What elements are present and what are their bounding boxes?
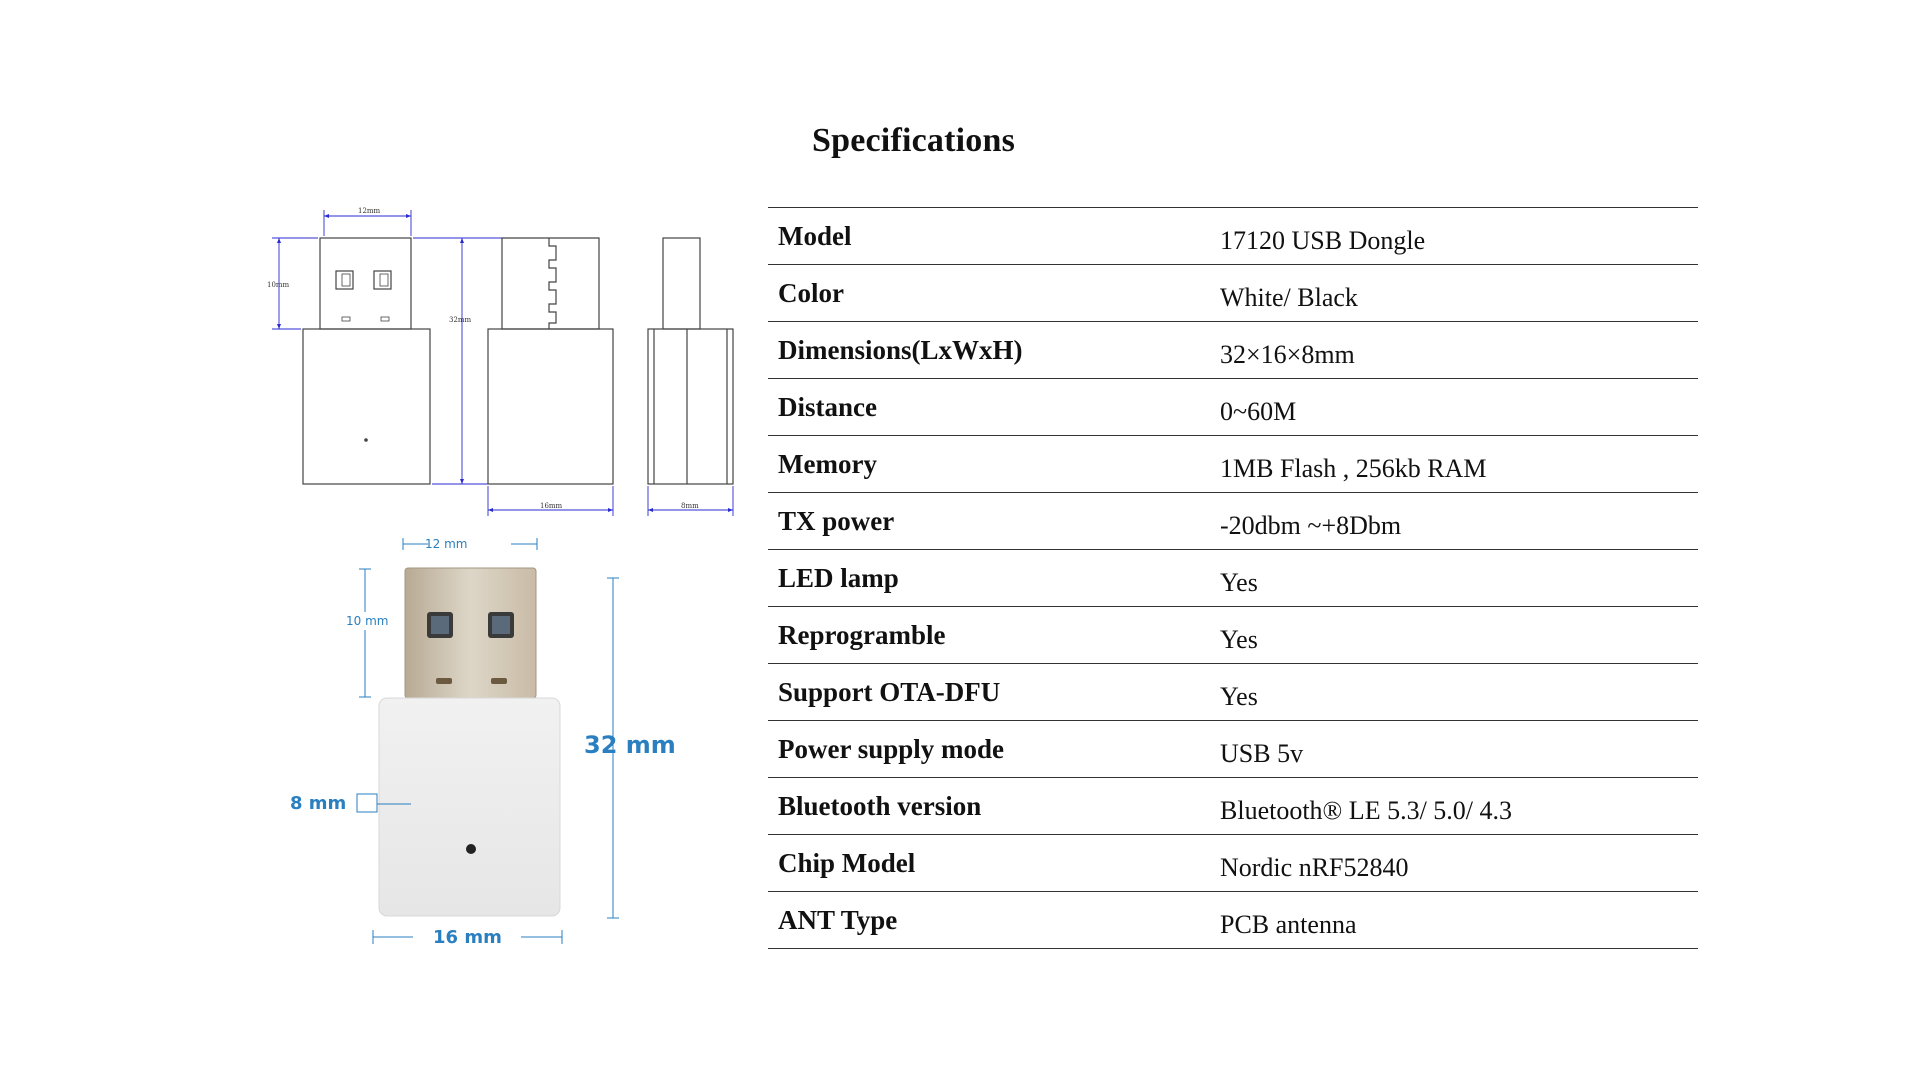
spec-row-reprogramble: Reprogramble Yes bbox=[768, 607, 1698, 664]
spec-row-distance: Distance 0~60M bbox=[768, 379, 1698, 436]
technical-drawing: 12mm 10mm 32mm 16mm 8mm bbox=[267, 207, 734, 516]
photo-dim-height-connector: 10 mm bbox=[346, 614, 388, 628]
spec-label: Power supply mode bbox=[778, 734, 1005, 764]
spec-row-led-lamp: LED lamp Yes bbox=[768, 550, 1698, 607]
spec-label: Model bbox=[778, 221, 852, 251]
spec-value: 1MB Flash , 256kb RAM bbox=[1220, 454, 1487, 483]
page-title: Specifications bbox=[812, 122, 1016, 159]
dimension-lines bbox=[272, 210, 734, 516]
spec-value: Nordic nRF52840 bbox=[1220, 853, 1409, 882]
spec-row-bluetooth-version: Bluetooth version Bluetooth® LE 5.3/ 5.0… bbox=[768, 778, 1698, 835]
spec-label: Bluetooth version bbox=[778, 791, 982, 821]
end-view bbox=[647, 237, 734, 485]
spec-value: PCB antenna bbox=[1220, 910, 1357, 939]
drawing-dim-height-connector: 10mm bbox=[267, 281, 290, 289]
spec-value: 17120 USB Dongle bbox=[1220, 226, 1426, 255]
spec-row-tx-power: TX power -20dbm ~+8Dbm bbox=[768, 493, 1698, 550]
spec-row-memory: Memory 1MB Flash , 256kb RAM bbox=[768, 436, 1698, 493]
spec-label: Support OTA-DFU bbox=[778, 677, 1001, 707]
spec-label: ANT Type bbox=[778, 905, 898, 935]
dongle-body bbox=[378, 697, 561, 917]
spec-table: Model 17120 USB Dongle Color White/ Blac… bbox=[768, 207, 1698, 949]
spec-row-chip-model: Chip Model Nordic nRF52840 bbox=[768, 835, 1698, 892]
photo-dim-width-connector: 12 mm bbox=[425, 537, 467, 551]
spec-label: LED lamp bbox=[778, 563, 899, 593]
spec-row-power-supply: Power supply mode USB 5v bbox=[768, 721, 1698, 778]
spec-label: Distance bbox=[778, 392, 877, 422]
spec-label: TX power bbox=[778, 506, 895, 536]
drawing-dim-length: 32mm bbox=[449, 316, 472, 324]
spec-value: USB 5v bbox=[1220, 739, 1304, 768]
spec-value: Yes bbox=[1220, 625, 1258, 654]
photo-dim-length: 32 mm bbox=[584, 731, 676, 759]
spec-row-ant-type: ANT Type PCB antenna bbox=[768, 892, 1698, 949]
spec-value: 32×16×8mm bbox=[1220, 340, 1355, 369]
spec-value: 0~60M bbox=[1220, 397, 1297, 426]
photo-dim-width-body: 16 mm bbox=[433, 927, 502, 948]
photo-dim-thickness: 8 mm bbox=[290, 793, 346, 814]
spec-value: Bluetooth® LE 5.3/ 5.0/ 4.3 bbox=[1220, 796, 1513, 825]
spec-value: -20dbm ~+8Dbm bbox=[1220, 511, 1402, 540]
spec-value: Yes bbox=[1220, 682, 1258, 711]
spec-row-model: Model 17120 USB Dongle bbox=[768, 208, 1698, 265]
spec-value: White/ Black bbox=[1220, 283, 1358, 312]
spec-row-dimensions: Dimensions(LxWxH) 32×16×8mm bbox=[768, 322, 1698, 379]
dimension-arrows bbox=[277, 214, 733, 512]
side-view bbox=[487, 237, 614, 485]
spec-label: Memory bbox=[778, 449, 877, 479]
spec-value: Yes bbox=[1220, 568, 1258, 597]
usb-connector bbox=[404, 567, 537, 699]
spec-label: Chip Model bbox=[778, 848, 916, 878]
product-photo: 12 mm 10 mm 32 mm 8 mm 16 mm bbox=[290, 537, 676, 948]
spec-row-color: Color White/ Black bbox=[768, 265, 1698, 322]
photo-dimension-lines bbox=[356, 538, 619, 944]
front-view bbox=[302, 237, 431, 485]
spec-label: Reprogramble bbox=[778, 620, 946, 650]
spec-label: Dimensions(LxWxH) bbox=[778, 335, 1023, 365]
led-indicator bbox=[466, 844, 476, 854]
drawing-dim-width-body: 16mm bbox=[540, 502, 563, 510]
drawing-dim-width-connector: 12mm bbox=[358, 207, 381, 215]
spec-label: Color bbox=[778, 278, 844, 308]
spec-row-ota-dfu: Support OTA-DFU Yes bbox=[768, 664, 1698, 721]
drawing-dim-thickness: 8mm bbox=[681, 502, 699, 510]
